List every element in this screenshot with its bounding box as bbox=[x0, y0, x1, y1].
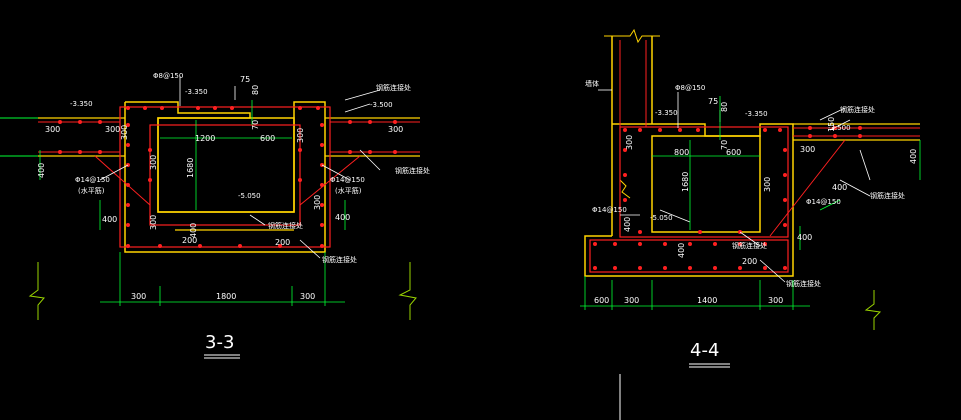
dimension-text: 1680 bbox=[186, 158, 195, 178]
break-line bbox=[864, 290, 882, 330]
dimension-text: 300 bbox=[763, 177, 772, 192]
dimension-text: 400 bbox=[189, 223, 198, 238]
rebar-dots bbox=[58, 106, 397, 248]
rebar-callout: Φ14@150 bbox=[75, 176, 110, 184]
dimension-text: 300 bbox=[120, 125, 129, 140]
dimension-text: 300 bbox=[800, 145, 815, 154]
rebar-inner bbox=[149, 124, 301, 226]
dimension-text: 300 bbox=[388, 125, 403, 134]
dimension-text: 300 bbox=[625, 135, 634, 150]
annotation-label: 钢筋连接处 bbox=[786, 279, 821, 288]
section-3-3: Φ8@150 -3.350 -3.350 -3.500 -5.050 Φ14@1… bbox=[0, 72, 430, 359]
rebar-outer bbox=[119, 106, 331, 248]
rebar-callout: Φ14@150 bbox=[330, 176, 365, 184]
culvert-outline bbox=[584, 123, 794, 277]
elevation-label: -5.050 bbox=[238, 192, 261, 200]
dimension-text: 1400 bbox=[697, 296, 717, 305]
elevation-label: -3.350 bbox=[655, 109, 678, 117]
dimension-text: 70 bbox=[251, 120, 260, 130]
dimension-text: 70 bbox=[720, 140, 729, 150]
dimension-text: 300 bbox=[296, 128, 305, 143]
annotation-label: 钢筋连接处 bbox=[395, 166, 430, 175]
dimension-text: 400 bbox=[623, 217, 632, 232]
dimension-text: 200 bbox=[275, 238, 290, 247]
dimension-text: 400 bbox=[677, 243, 686, 258]
dimension-text: 75 bbox=[708, 97, 718, 106]
dimension-text: 300 bbox=[149, 155, 158, 170]
anchor-note: (水平筋) bbox=[78, 186, 105, 195]
annotation-label: 钢筋连接处 bbox=[840, 105, 875, 114]
culvert-opening bbox=[157, 117, 295, 213]
break-line bbox=[604, 28, 660, 44]
elevation-label: -3.350 bbox=[185, 88, 208, 96]
rebar-dots bbox=[593, 126, 862, 270]
annotation-label: 钢筋连接处 bbox=[870, 191, 905, 200]
rebar-haunch bbox=[769, 139, 846, 237]
section-4-4: 墙体 Φ8@150 -3.350 -3.350 -3.500 -5.050 Φ1… bbox=[580, 28, 921, 420]
dimension-lines bbox=[580, 96, 921, 310]
annotation-label: 钢筋连接处 bbox=[268, 221, 303, 230]
dimension-text: 300 bbox=[149, 215, 158, 230]
dimension-text: 1200 bbox=[195, 134, 215, 143]
dimension-text: 400 bbox=[797, 233, 812, 242]
dimension-text: 600 bbox=[260, 134, 275, 143]
elevation-label: -3.350 bbox=[70, 100, 93, 108]
dimension-text: 300 bbox=[768, 296, 783, 305]
dimension-text: 400 bbox=[102, 215, 117, 224]
dimension-text: 1680 bbox=[681, 172, 690, 192]
dimension-text: 400 bbox=[832, 183, 847, 192]
dimension-text: 600 bbox=[726, 148, 741, 157]
dimension-text: 400 bbox=[37, 163, 46, 178]
dimension-text: 400 bbox=[909, 149, 918, 164]
section-title: 3-3 bbox=[205, 332, 234, 353]
dimension-text: 300 bbox=[131, 292, 146, 301]
dimension-text: 300 bbox=[105, 125, 120, 134]
wall-label: 墙体 bbox=[585, 79, 599, 88]
dimension-text: 400 bbox=[335, 213, 350, 222]
rebar-callout: Φ14@150 bbox=[592, 206, 627, 214]
rebar-callout: Φ8@150 bbox=[153, 72, 183, 80]
elevation-label: -3.500 bbox=[828, 124, 851, 132]
dimension-text: 75 bbox=[240, 75, 250, 84]
break-line bbox=[619, 179, 631, 199]
dimension-text: 80 bbox=[251, 85, 260, 95]
section-title: 4-4 bbox=[690, 340, 719, 361]
dimension-text: 600 bbox=[594, 296, 609, 305]
rebar-base bbox=[589, 239, 789, 273]
elevation-label: -3.350 bbox=[745, 110, 768, 118]
dimension-text: 80 bbox=[720, 102, 729, 112]
rebar-haunch bbox=[94, 155, 151, 206]
leader-lines bbox=[99, 76, 381, 259]
annotation-label: 钢筋连接处 bbox=[322, 255, 357, 264]
dimension-text: 200 bbox=[182, 236, 197, 245]
annotation-label: 钢筋连接处 bbox=[732, 241, 767, 250]
dimension-text: 150 bbox=[827, 117, 836, 132]
rebar-callout: Φ14@150 bbox=[806, 198, 841, 206]
break-line bbox=[398, 262, 417, 320]
dimension-text: 300 bbox=[624, 296, 639, 305]
dimension-text: 300 bbox=[313, 195, 322, 210]
rebar-outer bbox=[619, 126, 789, 238]
elevation-label: -3.500 bbox=[370, 101, 393, 109]
dimension-text: 800 bbox=[674, 148, 689, 157]
rebar-haunch bbox=[299, 155, 361, 206]
dimension-text: 300 bbox=[45, 125, 60, 134]
elevation-label: -5.050 bbox=[650, 214, 673, 222]
rebar-callout: Φ8@150 bbox=[675, 84, 705, 92]
break-line bbox=[28, 262, 45, 320]
annotation-label: 钢筋连接处 bbox=[376, 83, 411, 92]
dimension-text: 200 bbox=[742, 257, 757, 266]
dimension-text: 1800 bbox=[216, 292, 236, 301]
dimension-lines bbox=[39, 100, 346, 306]
dimension-text: 300 bbox=[300, 292, 315, 301]
culvert-opening bbox=[651, 135, 761, 233]
anchor-note: (水平筋) bbox=[335, 186, 362, 195]
